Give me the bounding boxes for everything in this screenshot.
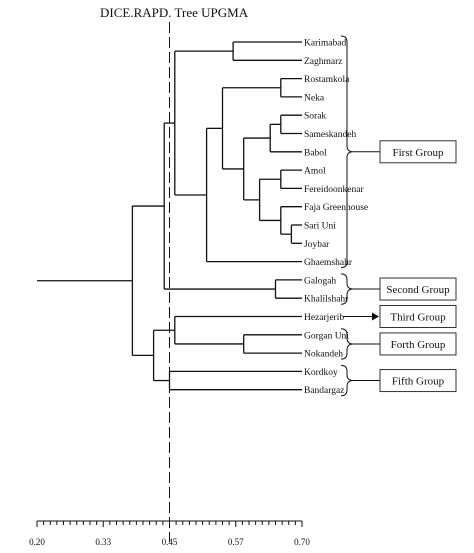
leaf-label: Hezarjerib: [304, 313, 344, 323]
axis-tick-label: 0.20: [29, 537, 45, 547]
group-box: [379, 277, 457, 301]
leaf-label: Sameskandeh: [304, 130, 356, 140]
leaf-label: Rostamkola: [304, 75, 350, 85]
leaf-label: Karimabad: [304, 39, 346, 49]
arrow-head-icon: [372, 312, 379, 321]
leaf-labels: KarimabadZaghmarzRostamkolaNekaSorakSame…: [304, 39, 368, 397]
group-label: Second Group: [386, 284, 450, 296]
leaf-label: Gorgan Uni: [304, 331, 349, 341]
group-box: [379, 140, 457, 164]
leaf-label: Zaghmarz: [304, 57, 343, 67]
figure-title: DICE.RAPD. Tree UPGMA: [100, 5, 249, 20]
leaf-label: Sorak: [304, 112, 326, 122]
leaf-label: Faja Greenhouse: [304, 203, 368, 213]
axis-tick-label: 0.45: [162, 537, 178, 547]
leaf-label: Bandargaz: [304, 386, 344, 396]
tree-branches: [37, 22, 302, 542]
group-box: [379, 305, 457, 328]
leaf-label: Galogah: [304, 276, 336, 286]
group-box: [379, 369, 457, 393]
leaf-label: Khalilshahr: [304, 295, 349, 305]
leaf-label: Babol: [304, 148, 327, 158]
leaf-label: Amol: [304, 167, 326, 177]
leaf-label: Fereidoonkenar: [304, 185, 364, 195]
leaf-label: Neka: [304, 93, 325, 103]
axis-tick-label: 0.70: [294, 537, 310, 547]
leaf-label: Nokandeh: [304, 350, 343, 360]
group-brace-icon: [340, 35, 354, 269]
leaf-label: Ghaemshahr: [304, 258, 353, 268]
leaf-label: Joybar: [304, 240, 330, 250]
group-label: Fifth Group: [392, 376, 445, 388]
group-label: Third Group: [390, 312, 446, 324]
leaf-label: Sari Uni: [304, 222, 336, 232]
group-box: [379, 332, 457, 356]
similarity-axis: 0.20 0.33 0.45 0.57 0.70: [29, 520, 310, 547]
axis-tick-label: 0.57: [228, 537, 244, 547]
group-label: Forth Group: [391, 339, 446, 351]
axis-tick-label: 0.33: [95, 537, 111, 547]
leaf-label: Kordkoy: [304, 368, 338, 378]
group-label: First Group: [392, 147, 444, 159]
